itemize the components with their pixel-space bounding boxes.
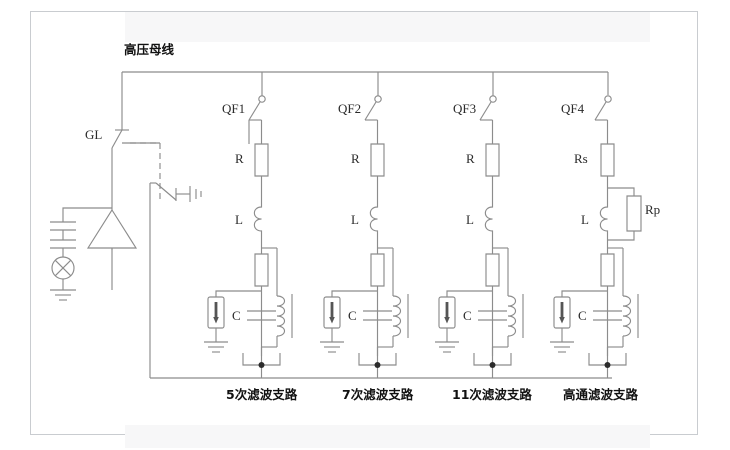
inductor-label-l4: L bbox=[581, 212, 589, 227]
inductor-label-l2: L bbox=[351, 212, 359, 227]
capacitor-label-c1: C bbox=[232, 308, 241, 323]
surge-arrester-triangle bbox=[88, 210, 136, 290]
bus-label: 高压母线 bbox=[124, 42, 175, 57]
resistor-label-rs: Rs bbox=[574, 151, 588, 166]
earthing-switch bbox=[150, 183, 201, 378]
bottom-banner-band bbox=[125, 425, 650, 448]
disconnector-label-gl: GL bbox=[85, 127, 103, 142]
resistor-label-r3: R bbox=[466, 151, 475, 166]
inductor-label-l1: L bbox=[235, 212, 243, 227]
capacitor-label-c3: C bbox=[463, 308, 472, 323]
filter-branch-2 bbox=[320, 72, 408, 378]
branch-caption-3: 11次滤波支路 bbox=[452, 387, 532, 402]
breaker-label-qf4: QF4 bbox=[561, 101, 585, 116]
filter-branch-4 bbox=[550, 96, 641, 378]
breaker-label-qf2: QF2 bbox=[338, 101, 362, 116]
resistor-label-rp: Rp bbox=[645, 202, 661, 217]
diagram-frame bbox=[30, 11, 698, 435]
resistor-label-r2: R bbox=[351, 151, 360, 166]
resistor-label-r1: R bbox=[235, 151, 244, 166]
control-dashed-link bbox=[130, 143, 160, 200]
branch-caption-4: 高通滤波支路 bbox=[563, 387, 639, 402]
filter-branch-3 bbox=[435, 72, 523, 378]
breaker-label-qf3: QF3 bbox=[453, 101, 477, 116]
high-voltage-bus bbox=[122, 72, 608, 130]
filter-branch-1 bbox=[204, 72, 292, 378]
inductor-label-l3: L bbox=[466, 212, 474, 227]
branch-caption-2: 7次滤波支路 bbox=[342, 387, 414, 402]
capacitor-label-c2: C bbox=[348, 308, 357, 323]
capacitor-label-c4: C bbox=[578, 308, 587, 323]
voltage-transformer-branch bbox=[50, 208, 112, 300]
breaker-label-qf1: QF1 bbox=[222, 101, 246, 116]
branch-caption-1: 5次滤波支路 bbox=[226, 387, 298, 402]
top-banner-band bbox=[125, 12, 650, 42]
